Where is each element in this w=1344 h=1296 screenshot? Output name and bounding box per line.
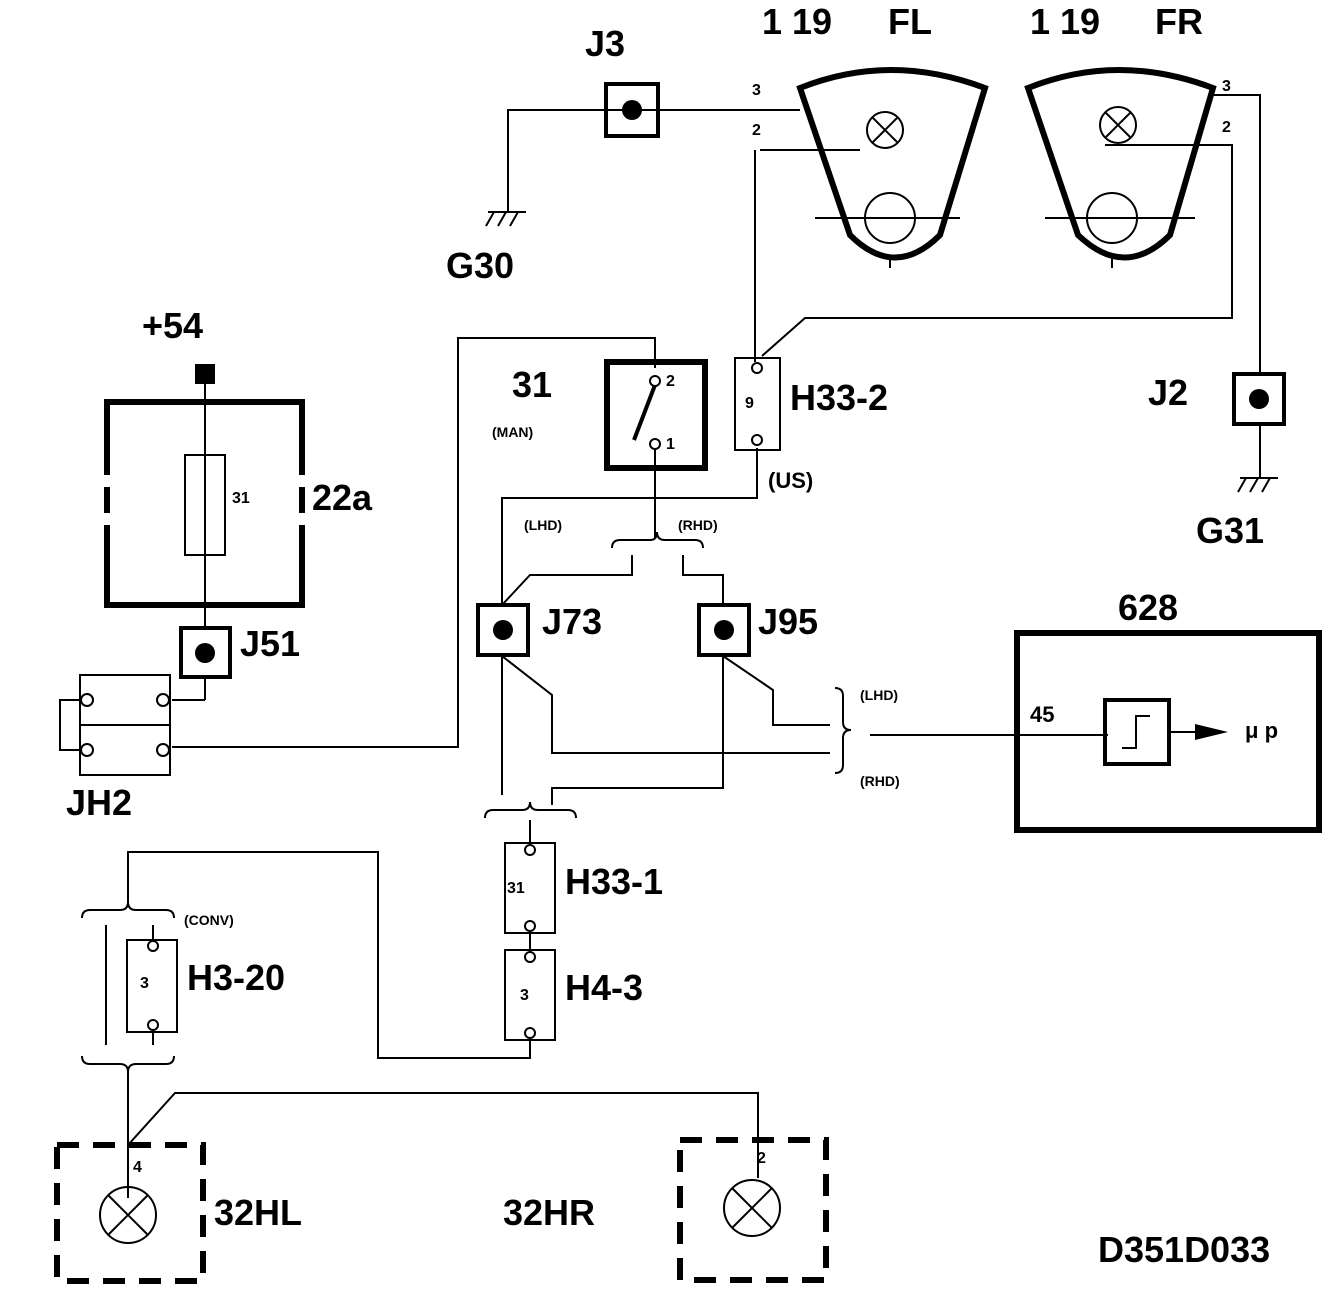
h4-3-pin: 3 — [520, 987, 529, 1004]
switch-31: 2 1 31 (MAN) — [492, 359, 708, 471]
connector-j2: J2 — [1148, 372, 1286, 426]
rhd-module-label: (RHD) — [860, 773, 900, 789]
lamp-32hl: 4 32HL — [54, 1142, 302, 1284]
connector-j3: J3 — [585, 23, 660, 138]
lamp-hr-pin: 2 — [757, 1150, 766, 1167]
fuse-box: +54 31 22a — [104, 305, 373, 608]
fl-pin-3: 3 — [752, 82, 761, 99]
supply-terminal — [195, 364, 215, 384]
arrow-right-icon — [1195, 724, 1228, 740]
bulb-icon — [99, 1186, 157, 1244]
g30-label: G30 — [446, 245, 514, 286]
connector-jh2: JH2 — [59, 674, 171, 823]
h33-1-label: H33-1 — [565, 861, 663, 902]
j95-label: J95 — [758, 601, 818, 642]
headlamp-fl-number: 1 19 — [762, 1, 832, 42]
h33-2-label: H33-2 — [790, 377, 888, 418]
h33-2-pin: 9 — [745, 395, 754, 412]
h33-1-pin: 31 — [507, 880, 525, 897]
lamp-hl-label: 32HL — [214, 1192, 302, 1233]
fuse-box-label: 22a — [312, 477, 373, 518]
module-label: 628 — [1118, 587, 1178, 628]
connector-j73: J73 — [476, 601, 602, 657]
connector-j51: J51 — [179, 623, 300, 679]
connector-h33-2: 9 H33-2 (US) — [734, 357, 888, 493]
module-pin: 45 — [1030, 702, 1054, 727]
fl-pin-2: 2 — [752, 122, 761, 139]
ground-g31: G31 — [1196, 477, 1278, 551]
j2-label: J2 — [1148, 372, 1188, 413]
g31-label: G31 — [1196, 510, 1264, 551]
fr-pin-2: 2 — [1222, 119, 1231, 136]
bulb-icon — [723, 1179, 781, 1237]
lhd-variant-label: (LHD) — [524, 517, 562, 533]
rhd-variant-label: (RHD) — [678, 517, 718, 533]
connector-h33-1: 31 H33-1 — [504, 842, 663, 934]
variant-braces — [81, 531, 852, 1073]
h4-3-label: H4-3 — [565, 967, 643, 1008]
lamp-32hr: 2 32HR — [503, 1137, 829, 1283]
bulb-icon — [866, 111, 904, 149]
connector-h3-20: 3 H3-20 (CONV) — [126, 912, 285, 1033]
jh2-label: JH2 — [66, 782, 132, 823]
lamp-hl-pin: 4 — [133, 1159, 142, 1176]
switch-pin-1: 1 — [666, 436, 675, 453]
lamp-hr-label: 32HR — [503, 1192, 595, 1233]
switch-label: 31 — [512, 364, 552, 405]
diagram-id: D351D033 — [1098, 1229, 1270, 1270]
ground-g30: G30 — [446, 211, 526, 286]
fr-pin-3: 3 — [1222, 78, 1231, 95]
headlamp-fr: 1 19 FR 3 2 — [1024, 1, 1231, 268]
bulb-icon — [1099, 106, 1137, 144]
j73-label: J73 — [542, 601, 602, 642]
j51-label: J51 — [240, 623, 300, 664]
switch-pin-2: 2 — [666, 373, 675, 390]
connector-j95: J95 — [697, 601, 818, 657]
connector-h4-3: 3 H4-3 — [504, 949, 643, 1041]
conv-variant: (CONV) — [184, 912, 234, 928]
supply-label: +54 — [142, 305, 203, 346]
lhd-module-label: (LHD) — [860, 687, 898, 703]
h3-20-label: H3-20 — [187, 957, 285, 998]
switch-variant: (MAN) — [492, 424, 533, 440]
h3-20-pin: 3 — [140, 975, 149, 992]
wires — [127, 94, 1261, 1198]
module-output: μ p — [1245, 718, 1278, 743]
module-628: 628 45 μ p — [1014, 587, 1322, 833]
headlamp-fl: 1 19 FL 3 2 — [752, 1, 989, 268]
headlamp-fl-side: FL — [888, 1, 932, 42]
headlamp-fr-number: 1 19 — [1030, 1, 1100, 42]
j3-label: J3 — [585, 23, 625, 64]
us-variant: (US) — [768, 468, 813, 493]
fuse-number: 31 — [232, 490, 250, 507]
headlamp-fr-side: FR — [1155, 1, 1203, 42]
